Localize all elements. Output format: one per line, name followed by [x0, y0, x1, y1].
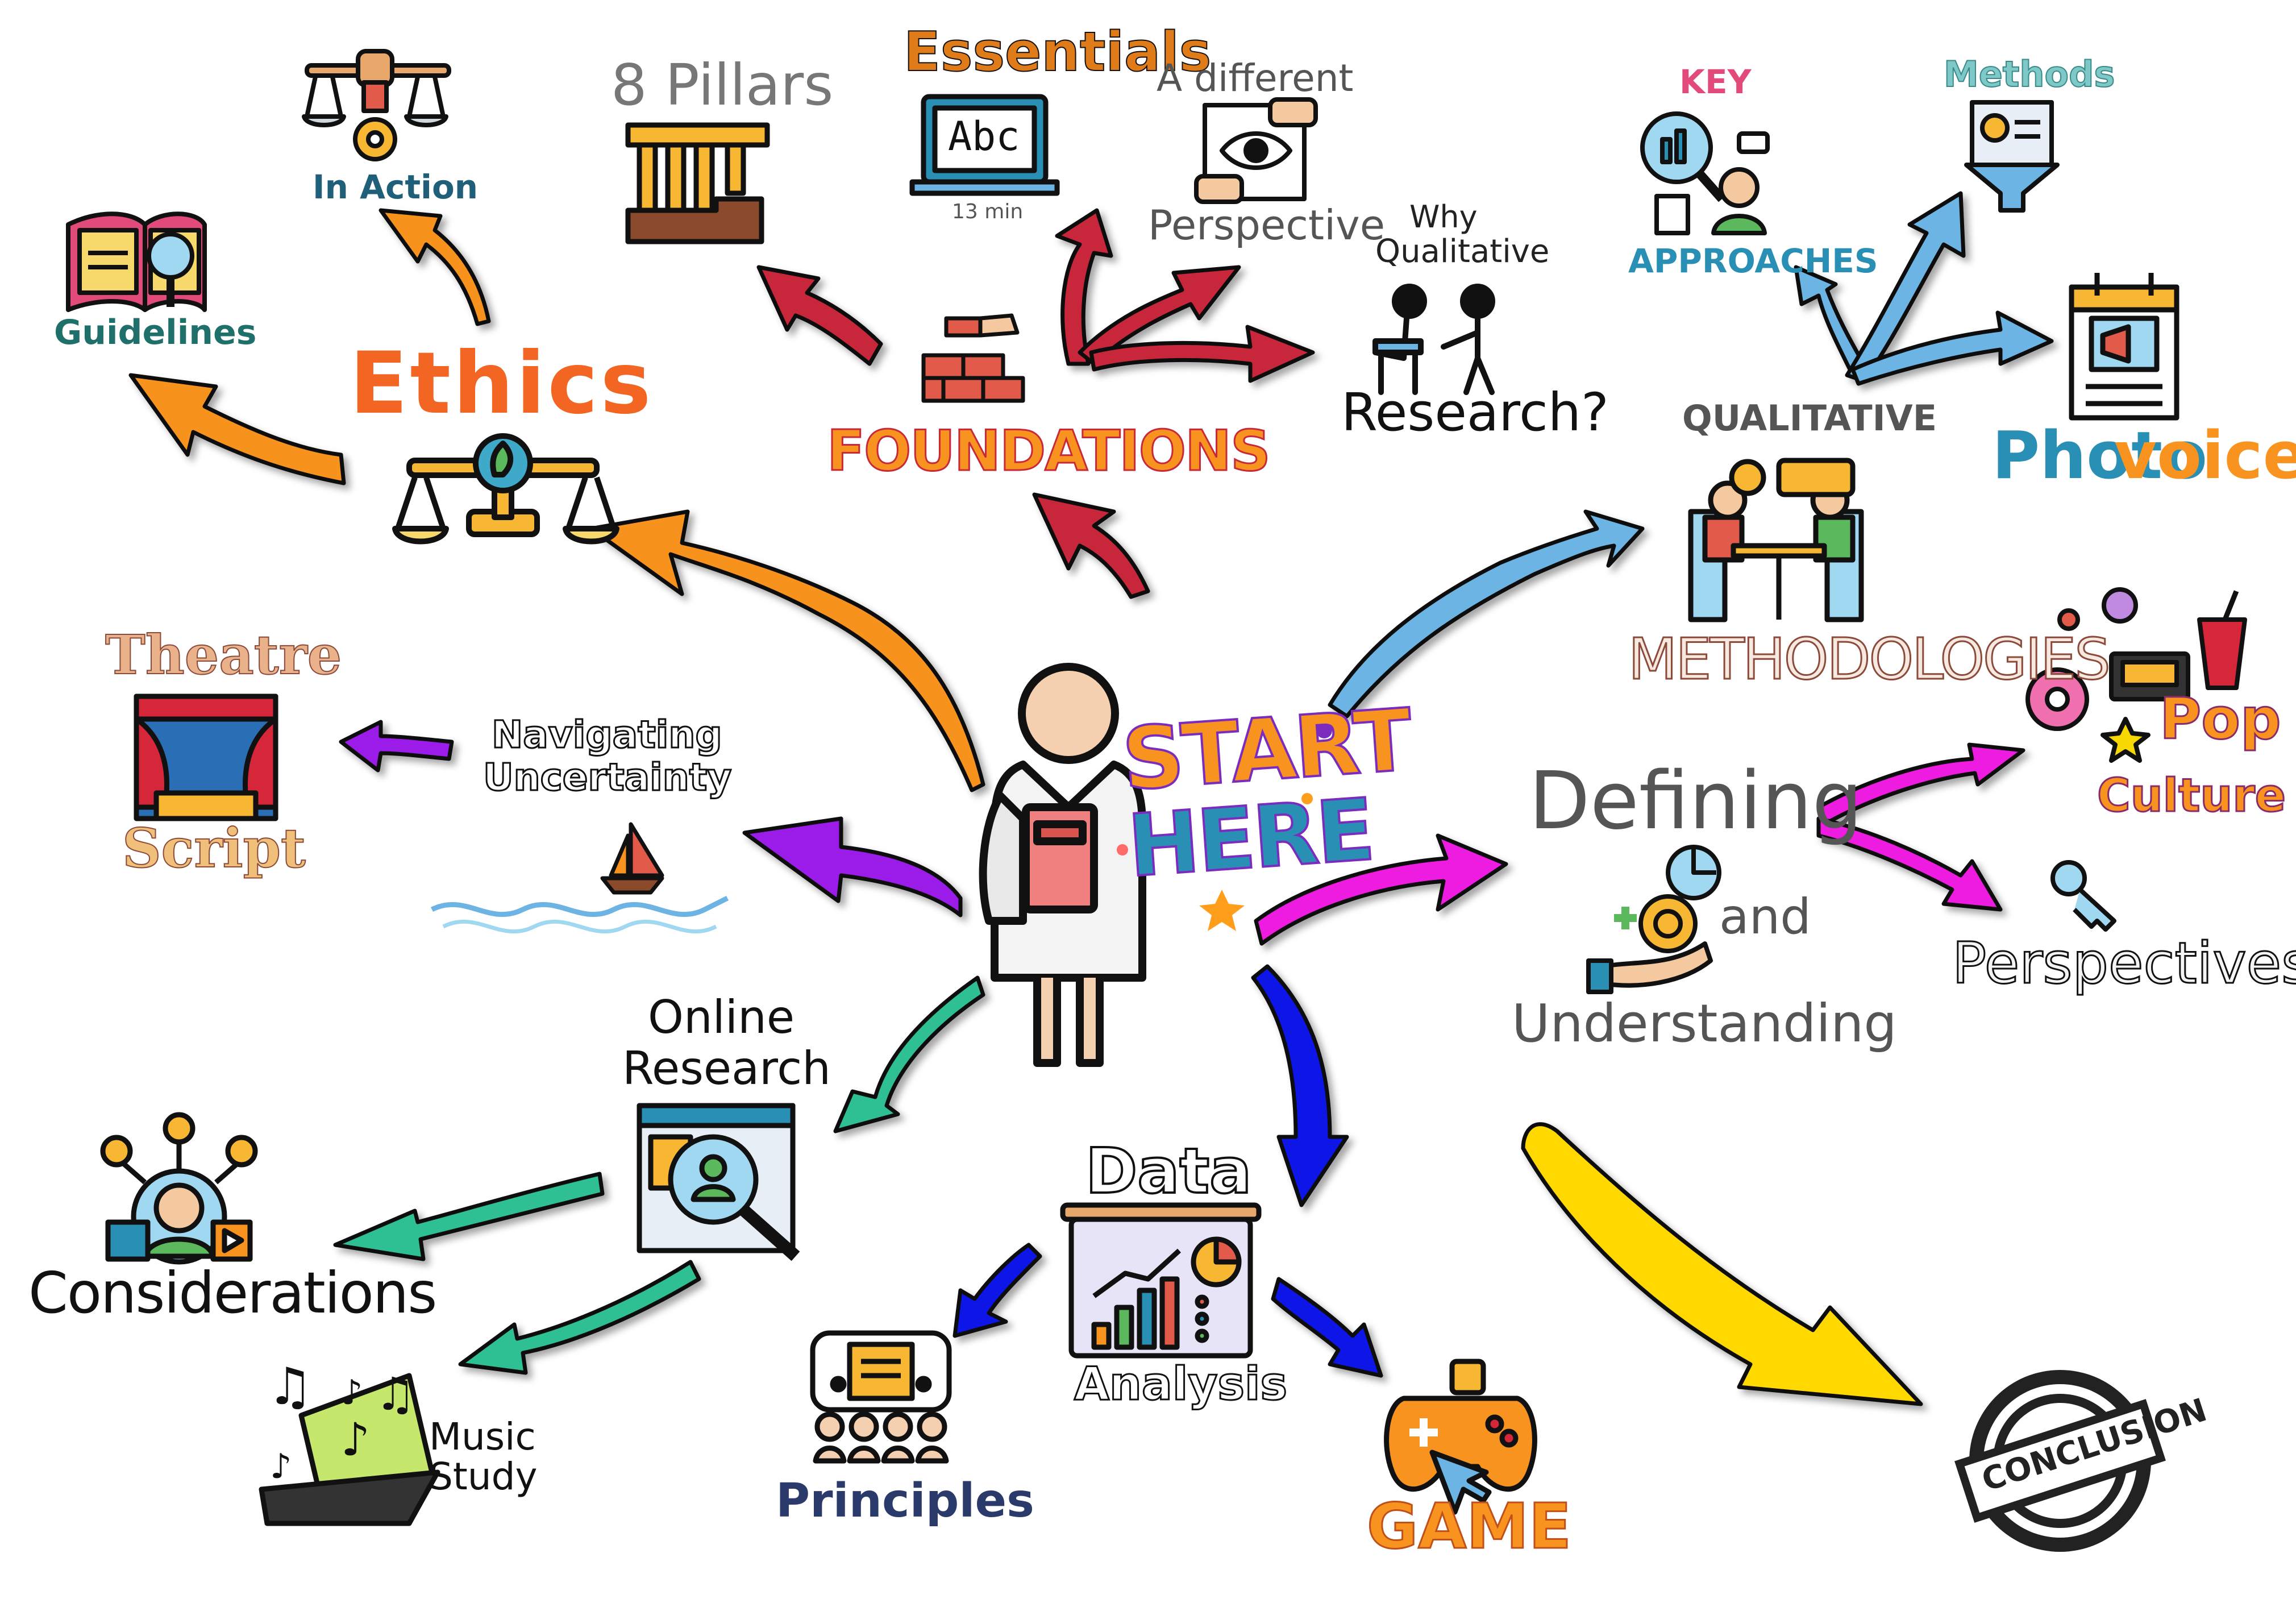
- methodologies-label[interactable]: METHODOLOGIES: [1628, 626, 2112, 692]
- understanding-label[interactable]: Understanding: [1512, 993, 1897, 1054]
- pillars-label[interactable]: 8 Pillars: [611, 52, 834, 118]
- foundations-label[interactable]: FOUNDATIONS: [826, 419, 1272, 484]
- svg-text:♪: ♪: [341, 1413, 370, 1466]
- arrow-to-defining: [1254, 833, 1508, 946]
- and-label[interactable]: and: [1719, 888, 1811, 945]
- different-perspective-icon: [1194, 97, 1318, 204]
- arrow-to-online-research: [833, 975, 985, 1133]
- essentials-laptop-icon: [909, 94, 1060, 196]
- considerations-label[interactable]: Considerations: [28, 1260, 437, 1326]
- research-people-icon: [1372, 284, 1495, 395]
- meeting-icon: [1688, 458, 1864, 622]
- waves: [430, 895, 729, 917]
- arrow-to-pillars: [756, 265, 883, 366]
- pop-culture-icon: [2025, 587, 2247, 763]
- svg-text:♪: ♪: [270, 1447, 292, 1486]
- accessibility-icon: [1586, 845, 1721, 994]
- data-label[interactable]: Data: [1084, 1135, 1253, 1207]
- arrow-to-ethics: [589, 509, 985, 792]
- arrow-to-why-qualitative: [1089, 325, 1315, 383]
- arrow-to-different-perspective: [1078, 265, 1241, 366]
- arrow-to-photovoice: [1850, 310, 2054, 386]
- arrow-to-perspectives: [1816, 816, 2003, 912]
- principles-icon: [810, 1330, 952, 1464]
- culture-label[interactable]: Culture: [2097, 769, 2287, 822]
- methods-label[interactable]: Methods: [1943, 53, 2115, 95]
- svg-text:♫: ♫: [267, 1357, 313, 1417]
- research-label[interactable]: Research: [622, 1042, 831, 1095]
- photovoice-board-icon: [2069, 273, 2179, 421]
- ethics-label[interactable]: Ethics: [350, 334, 654, 433]
- pillars-icon: [625, 122, 770, 244]
- online-research-icon: [637, 1103, 800, 1261]
- navigating-label[interactable]: Navigating: [491, 713, 723, 757]
- online-label[interactable]: Online: [648, 991, 795, 1044]
- data-analysis-board-icon: [1060, 1202, 1262, 1359]
- ethics-scale-icon: [392, 433, 619, 545]
- bricks-icon: [921, 313, 1025, 403]
- essentials-duration: 13 min: [952, 200, 1024, 223]
- pop-label[interactable]: Pop: [2159, 686, 2282, 752]
- arrow-to-methods: [1845, 191, 1966, 383]
- research-question-label[interactable]: Research?: [1341, 382, 1609, 443]
- theatre-stage-icon: [134, 693, 278, 821]
- start-here-sparkles-icon: [1117, 722, 1332, 931]
- qualitative-caps-label[interactable]: QUALITATIVE: [1682, 397, 1937, 439]
- arrow-to-qualitative-methodologies: [1328, 509, 1645, 719]
- music-laptop-icon: ♪ ♫ ♪ ♫ ♪: [259, 1357, 440, 1526]
- script-label[interactable]: Script: [122, 817, 306, 880]
- guidelines-label[interactable]: Guidelines: [54, 313, 257, 352]
- analysis-label[interactable]: Analysis: [1073, 1357, 1288, 1410]
- game-controller-icon: [1384, 1359, 1537, 1515]
- in-action-icon: [302, 49, 451, 161]
- different-label[interactable]: A different: [1157, 56, 1354, 100]
- arrow-to-theatre-script: [339, 720, 454, 773]
- arrow-to-game: [1271, 1277, 1383, 1378]
- person-icon: [979, 663, 1146, 1067]
- arrow-to-foundations: [1032, 492, 1150, 599]
- photovoice-label-a[interactable]: Photo: [1992, 418, 2208, 494]
- key-approaches-icon: [1640, 111, 1770, 235]
- in-action-label[interactable]: In Action: [313, 168, 479, 206]
- study-label[interactable]: Study: [429, 1455, 538, 1498]
- essentials-screen-text: Abc: [948, 113, 1020, 160]
- arrow-to-principles: [952, 1243, 1042, 1338]
- key-label[interactable]: KEY: [1679, 63, 1752, 101]
- why-label[interactable]: Why: [1409, 199, 1478, 235]
- arrow-to-essentials: [1055, 208, 1113, 366]
- photovoice-label-b[interactable]: voice: [2114, 418, 2296, 494]
- key-icon: [2050, 860, 2116, 932]
- theatre-label[interactable]: Theatre: [105, 624, 342, 687]
- arrow-to-considerations: [333, 1172, 605, 1261]
- perspective-label[interactable]: Perspective: [1148, 201, 1385, 249]
- arrow-to-key-approaches: [1794, 265, 1869, 377]
- game-label[interactable]: GAME: [1366, 1490, 1572, 1563]
- arrow-to-data: [1251, 964, 1349, 1207]
- arrow-to-in-action: [378, 208, 491, 326]
- music-label[interactable]: Music: [429, 1415, 536, 1459]
- qualitative-small-label[interactable]: Qualitative: [1375, 233, 1550, 270]
- perspectives-label[interactable]: Perspectives: [1951, 930, 2296, 996]
- principles-label[interactable]: Principles: [776, 1474, 1034, 1528]
- approaches-label[interactable]: APPROACHES: [1628, 242, 1878, 280]
- considerations-avatar-icon: [100, 1112, 258, 1265]
- sailboat-icon: [430, 822, 729, 934]
- svg-text:♫: ♫: [375, 1368, 416, 1421]
- svg-text:♪: ♪: [341, 1373, 363, 1413]
- arrow-to-guidelines: [128, 373, 346, 485]
- defining-label[interactable]: Defining: [1529, 755, 1863, 848]
- uncertainty-label[interactable]: Uncertainty: [482, 755, 732, 799]
- conclusion-stamp-icon: [1954, 1370, 2166, 1552]
- methods-funnel-icon: [1964, 100, 2060, 213]
- essentials-label[interactable]: Essentials: [903, 21, 1212, 84]
- arrow-to-navigating-uncertainty: [742, 816, 963, 917]
- arrow-to-pop-culture: [1816, 742, 2025, 827]
- arrow-to-music-study: [458, 1260, 701, 1375]
- guidelines-book-icon: [66, 211, 207, 312]
- arrow-to-conclusion: [1521, 1122, 1923, 1406]
- here-label: HERE: [1124, 779, 1376, 898]
